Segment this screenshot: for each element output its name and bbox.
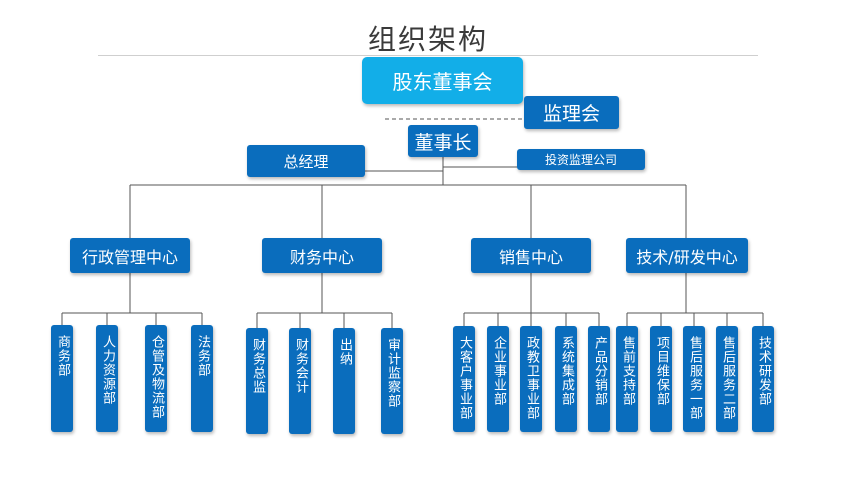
dept-label: 售后服务二部: [720, 336, 735, 420]
dept-box: 政教卫事业部: [520, 326, 542, 432]
dept-label: 仓管及物流部: [149, 335, 164, 419]
dept-box: 财务会计: [289, 328, 311, 434]
dept-box: 技术研发部: [752, 326, 774, 432]
center-label: 财务中心: [289, 247, 354, 267]
dept-label: 产品分销部: [592, 336, 607, 406]
chairman-box: 董事长: [408, 125, 478, 157]
dept-box: 大客户事业部: [453, 326, 475, 432]
center-admin: 行政管理中心: [70, 238, 190, 273]
shareholders-label: 股东董事会: [392, 70, 493, 94]
dept-label: 审计监察部: [385, 338, 400, 408]
investment-label: 投资监理公司: [544, 153, 617, 167]
center-finance: 财务中心: [262, 238, 382, 273]
dept-label: 法务部: [195, 335, 210, 377]
dept-box: 产品分销部: [588, 326, 610, 432]
dept-box: 系统集成部: [555, 326, 577, 432]
center-label: 行政管理中心: [81, 247, 178, 267]
dept-label: 财务会计: [293, 338, 308, 394]
shareholders-box: 股东董事会: [362, 57, 523, 104]
dept-box: 仓管及物流部: [145, 325, 167, 432]
gm-box: 总经理: [247, 145, 365, 177]
dept-box: 售前支持部: [616, 326, 638, 432]
dept-label: 商务部: [55, 335, 70, 377]
dept-label: 售后服务一部: [687, 336, 702, 420]
dept-label: 大客户事业部: [457, 336, 472, 420]
title-divider: [98, 55, 758, 56]
dept-label: 项目维保部: [654, 336, 669, 406]
dept-label: 技术研发部: [756, 336, 771, 406]
center-label: 销售中心: [498, 247, 563, 267]
investment-box: 投资监理公司: [517, 149, 645, 170]
chairman-label: 董事长: [414, 131, 472, 154]
dept-label: 系统集成部: [559, 336, 574, 406]
dept-box: 人力资源部: [96, 325, 118, 432]
dept-box: 出纳: [333, 328, 355, 434]
dept-label: 人力资源部: [100, 335, 115, 405]
dept-box: 售后服务二部: [716, 326, 738, 432]
center-label: 技术/研发中心: [636, 247, 738, 267]
dept-box: 财务总监: [246, 328, 268, 434]
gm-label: 总经理: [283, 152, 329, 171]
dept-label: 售前支持部: [620, 336, 635, 406]
dept-label: 政教卫事业部: [524, 336, 539, 420]
dept-box: 售后服务一部: [683, 326, 705, 432]
dept-box: 商务部: [51, 325, 73, 432]
supervisors-box: 监理会: [524, 96, 619, 129]
dept-label: 企业事业部: [491, 336, 506, 406]
page-title: 组织架构: [367, 23, 488, 56]
dept-box: 法务部: [191, 325, 213, 432]
dept-box: 项目维保部: [650, 326, 672, 432]
dept-box: 审计监察部: [381, 328, 403, 434]
dept-box: 企业事业部: [487, 326, 509, 432]
center-tech: 技术/研发中心: [626, 238, 748, 273]
center-sales: 销售中心: [471, 238, 591, 273]
supervisors-label: 监理会: [542, 103, 600, 125]
dept-label: 出纳: [337, 338, 352, 366]
dept-label: 财务总监: [250, 338, 265, 394]
